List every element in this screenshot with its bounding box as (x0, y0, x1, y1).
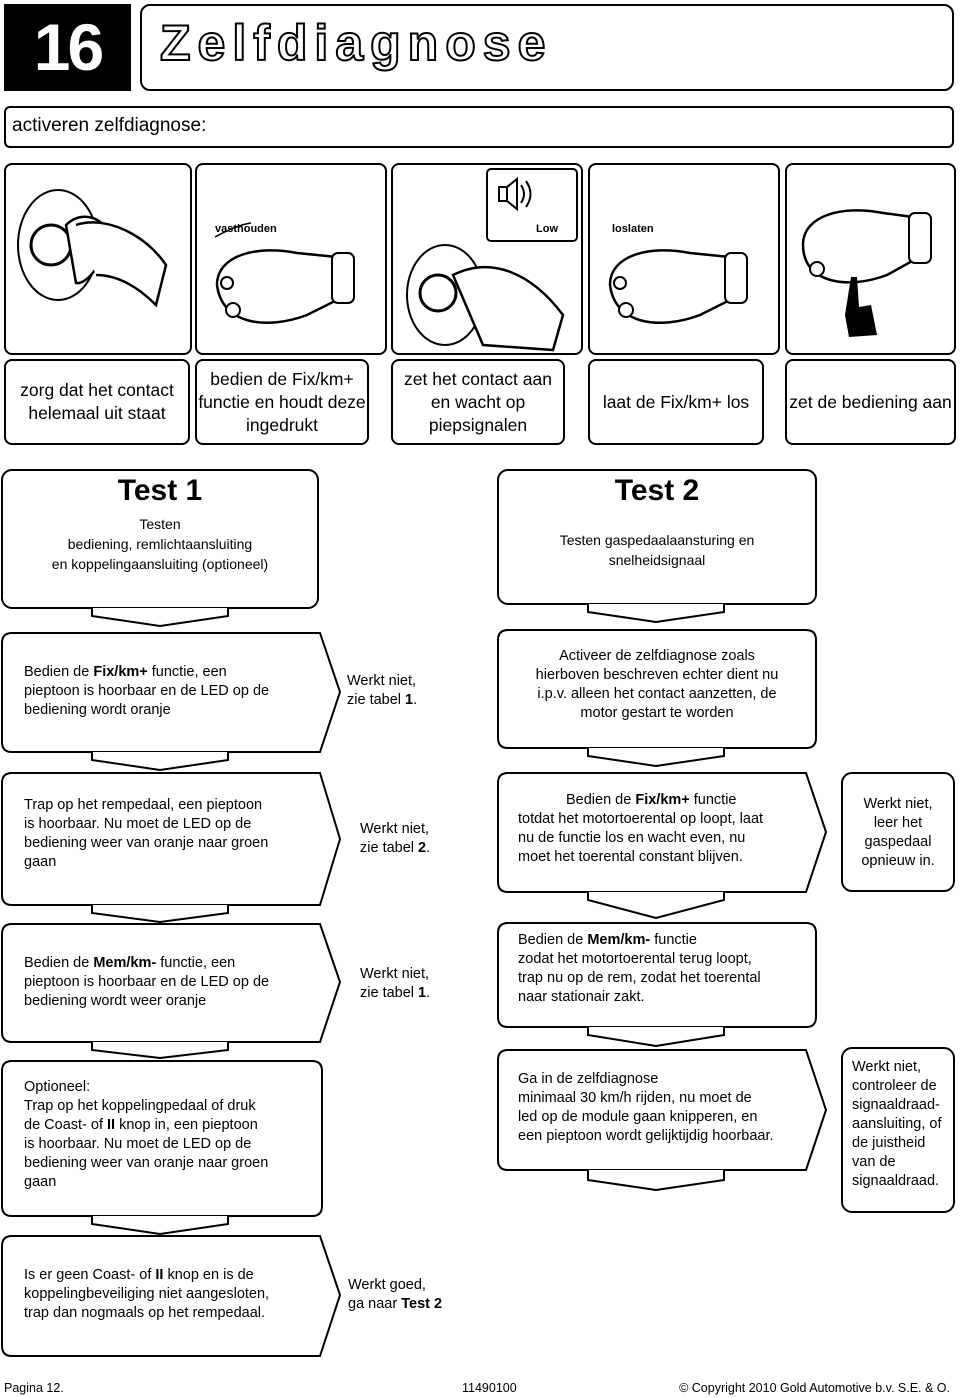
subtitle-frame (4, 106, 954, 148)
test-1-title: Test 1 (117, 474, 203, 507)
step-3-caption: zet het contact aan en wacht op piepsign… (391, 359, 565, 445)
left-step-5-text: Is er geen Coast- of II knop en is de ko… (24, 1267, 270, 1321)
footer-code: 11490100 (462, 1381, 517, 1395)
right-step-2-text: Bedien de Fix/km+ functie totdat het mot… (518, 792, 764, 865)
title-frame (140, 4, 954, 91)
page-subtitle: activeren zelfdiagnose: (12, 115, 207, 136)
left-step-5-success: Werkt goed,ga naar Test 2 (348, 1277, 443, 1312)
page-title: Zelfdiagnose (159, 14, 553, 72)
release-label: loslaten (612, 223, 654, 235)
step-4-caption: laat de Fix/km+ los (588, 359, 764, 445)
left-step-1-fail: Werkt niet,zie tabel 1. (347, 673, 418, 708)
remote-control-icon (608, 249, 748, 325)
step-5-illustration (785, 163, 956, 355)
remote-control-press-icon (801, 209, 932, 337)
step-5-caption: zet de bediening aan (785, 359, 956, 445)
left-step-2-fail: Werkt niet,zie tabel 2. (360, 821, 431, 856)
left-step-4-text: Optioneel:Trap op het koppelingpedaal of… (24, 1079, 269, 1190)
step-4-illustration: loslaten (588, 163, 780, 355)
left-step-3-fail: Werkt niet,zie tabel 1. (360, 966, 431, 1001)
sound-low-label: Low (536, 223, 558, 235)
step-2-illustration: vasthouden (195, 163, 387, 355)
test-2-title: Test 2 (614, 474, 700, 507)
step-1-caption: zorg dat het contact helemaal uit staat (4, 359, 190, 445)
step-2-caption: bedien de Fix/km+ functie en houdt deze … (195, 359, 369, 445)
chapter-number: 16 (4, 4, 131, 91)
left-step-3-text: Bedien de Mem/km- functie, een pieptoon … (24, 955, 270, 1009)
hold-label: vasthouden (215, 223, 277, 235)
ignition-hand-icon (17, 189, 168, 308)
footer-page: Pagina 12. (4, 1381, 64, 1395)
footer-copyright: © Copyright 2010 Gold Automotive b.v. S.… (679, 1381, 950, 1395)
remote-control-icon (214, 222, 355, 325)
left-step-1-text: Bedien de Fix/km+ functie, een pieptoon … (24, 664, 270, 718)
step-1-illustration (4, 163, 192, 355)
ignition-hand-icon (406, 168, 578, 352)
right-step-3-text: Bedien de Mem/km- functie zodat het moto… (518, 932, 761, 1005)
step-3-illustration: Low (391, 163, 583, 355)
